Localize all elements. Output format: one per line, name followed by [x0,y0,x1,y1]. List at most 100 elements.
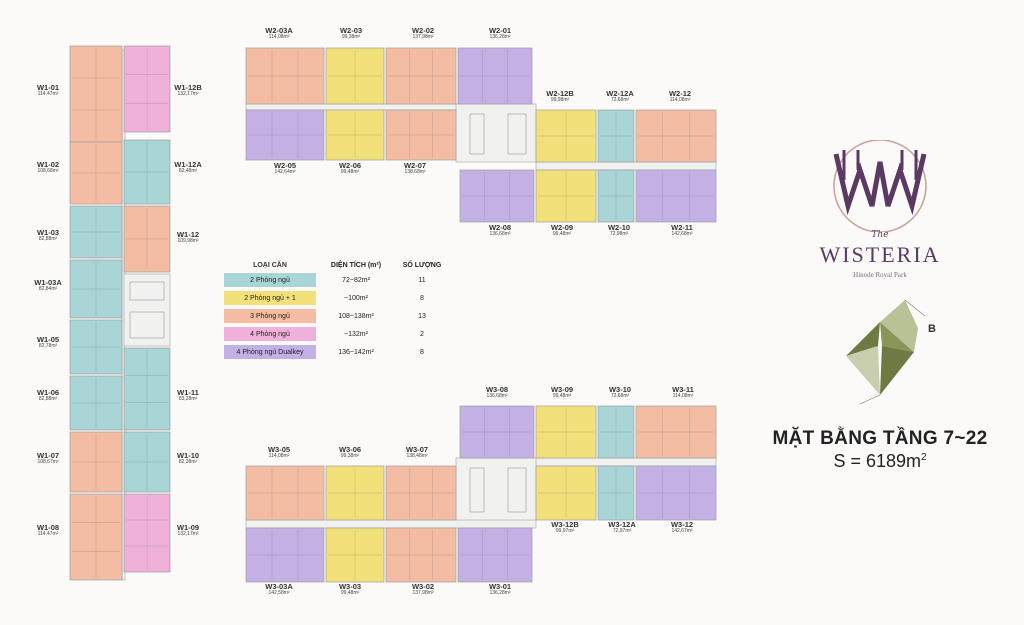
stair-w2 [469,113,485,155]
plan-title-floors: MẶT BẰNG TẦNG 7~22 [772,428,988,449]
unit-w1-12b [123,45,171,133]
unit-block [123,205,171,273]
unit-block [123,493,171,573]
wisteria-logo-icon [833,139,927,233]
legend-area: ~100m² [344,294,368,302]
brand-logo: The WISTERIA Hinode Royal Park [800,139,960,290]
unit-block [69,205,123,259]
legend-count: 13 [418,312,426,320]
unit-w3-07 [385,465,457,521]
unit-w1-03a [69,259,123,319]
unit-block [459,169,535,223]
stair-w3 [469,467,485,513]
unit-w3-05 [245,465,325,521]
unit-w2-11 [635,169,717,223]
unit-block [69,493,123,581]
legend-count: 11 [418,276,426,284]
unit-w1-12 [123,205,171,273]
unit-block [635,465,717,521]
unit-block [385,465,457,521]
legend-swatch: 4 Phòng ngủ Dualkey [224,345,316,359]
unit-block [245,109,325,161]
unit-w2-02 [385,47,457,105]
unit-w1-12a [123,139,171,205]
unit-w1-09 [123,493,171,573]
unit-w2-08 [459,169,535,223]
brand-name: WISTERIA [819,242,941,267]
unit-block [69,319,123,375]
unit-w1-10 [123,431,171,493]
unit-w3-11 [635,405,717,459]
compass-icon: B [846,299,936,405]
unit-w2-07 [385,109,457,161]
unit-block [123,139,171,205]
unit-block [459,405,535,459]
plan-area-sup: 2 [921,452,927,463]
unit-block [123,45,171,133]
unit-w2-01 [457,47,533,105]
unit-block [597,465,635,521]
unit-w1-06 [69,375,123,431]
compass-needle [880,300,918,352]
unit-w2-05 [245,109,325,161]
unit-w3-01 [457,527,533,583]
unit-w2-03a [245,47,325,105]
legend-header-type: LOẠI CĂN [253,261,287,269]
compass-axis [904,299,926,317]
w3-corridor [245,519,537,529]
unit-block [385,109,457,161]
unit-w3-10 [597,405,635,459]
unit-w1-03 [69,205,123,259]
unit-block [385,527,457,583]
unit-w3-03 [325,527,385,583]
unit-block [325,527,385,583]
unit-block [385,47,457,105]
unit-w2-12b [535,109,597,163]
legend-swatch: 4 Phòng ngủ [224,327,316,341]
w1-core [123,273,171,347]
plan-title: MẶT BẰNG TẦNG 7~22 S = 6189m2 [760,428,1000,472]
legend-header-area: DIỆN TÍCH (m²) [330,261,382,269]
unit-w3-02 [385,527,457,583]
units-layer [69,45,717,583]
stair-w1 [129,281,165,301]
unit-w3-03a [245,527,325,583]
unit-w2-09 [535,169,597,223]
unit-block [123,431,171,493]
unit-block [535,169,597,223]
brand-the: The [871,230,889,240]
compass-needle [880,346,914,395]
building-cores [121,49,717,581]
lift-w1 [129,311,165,339]
legend-row: 3 Phòng ngủ 108~138m² 13 [224,308,452,324]
unit-block [69,375,123,431]
w2-link [535,161,717,171]
unit-w3-09 [535,405,597,459]
unit-block [325,465,385,521]
unit-block [245,465,325,521]
unit-w1-02 [69,141,123,205]
unit-block [635,109,717,163]
unit-w2-06 [325,109,385,161]
unit-w2-12a [597,109,635,163]
legend-table: LOẠI CĂN DIỆN TÍCH (m²) SỐ LƯỢNG 2 Phòng… [224,258,452,362]
unit-w1-08 [69,493,123,581]
w3-core [455,457,537,521]
legend-area: 108~138m² [338,312,374,320]
compass-needle [846,346,880,395]
legend-swatch: 3 Phòng ngủ [224,309,316,323]
unit-w1-05 [69,319,123,375]
unit-block [535,405,597,459]
legend-area: 136~142m² [338,348,374,356]
legend-swatch: 2 Phòng ngủ + 1 [224,291,316,305]
legend-count: 2 [420,330,424,338]
legend-header: LOẠI CĂN DIỆN TÍCH (m²) SỐ LƯỢNG [224,258,452,272]
unit-w3-12a [597,465,635,521]
unit-w2-10 [597,169,635,223]
unit-w1-11 [123,347,171,431]
unit-block [245,47,325,105]
compass-needle [846,322,880,356]
